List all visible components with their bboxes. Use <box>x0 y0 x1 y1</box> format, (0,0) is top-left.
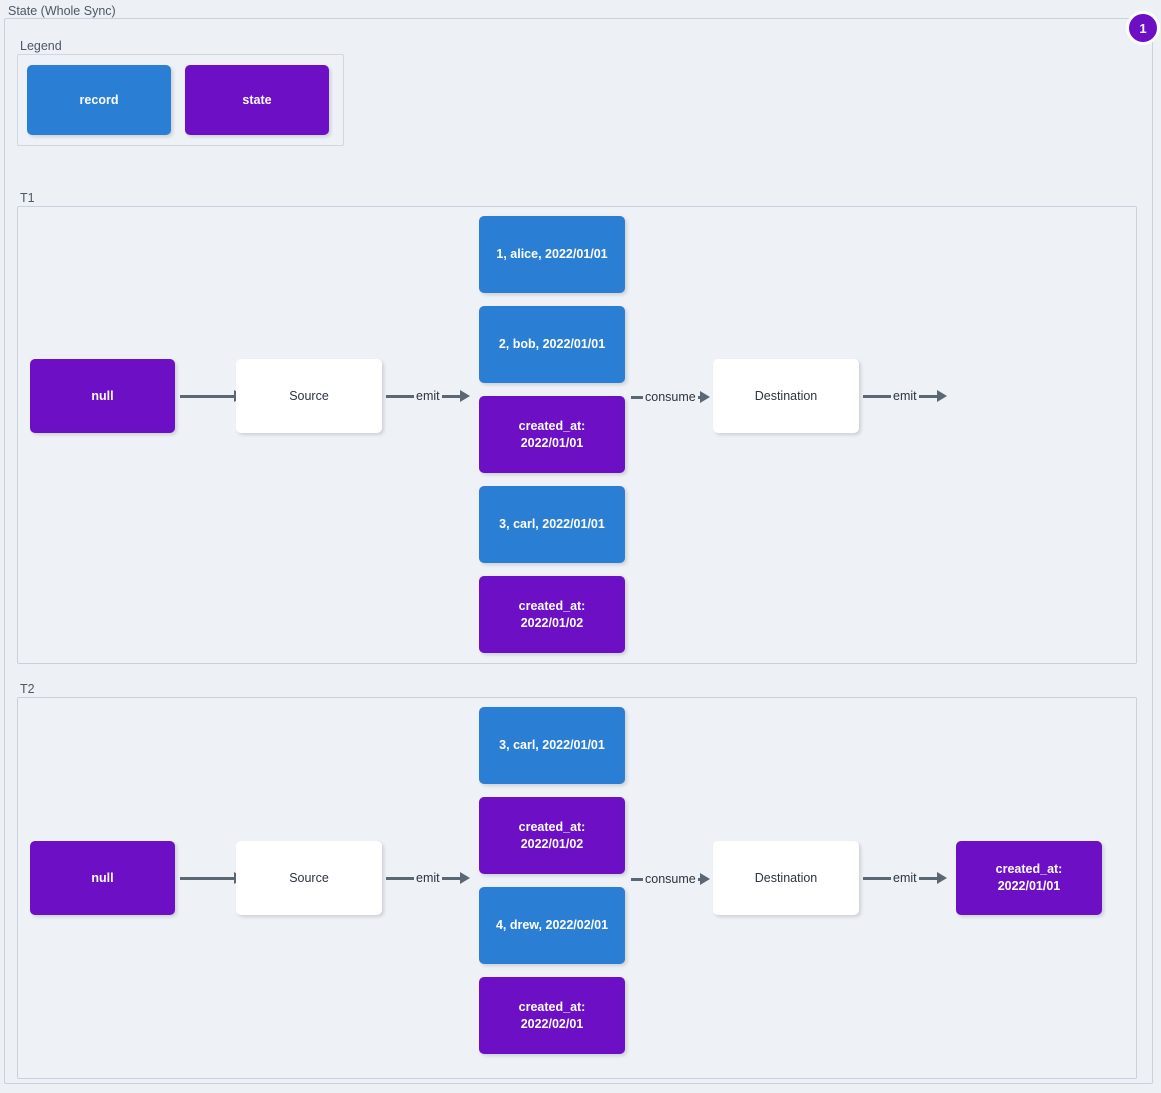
section-t1-label: T1 <box>20 191 35 205</box>
section-t2-label: T2 <box>20 682 35 696</box>
t2-output-state[interactable]: created_at: 2022/01/01 <box>956 841 1102 915</box>
t1-emit-label-2: emit <box>893 389 917 403</box>
t1-arrow-consume: consume <box>631 387 711 407</box>
status-badge[interactable]: 1 <box>1126 11 1160 45</box>
legend-title: Legend <box>20 39 62 53</box>
t1-consume-label: consume <box>645 390 696 404</box>
t1-arrow-state-to-source <box>180 386 244 406</box>
t1-arrow-emit-source: emit <box>386 386 478 406</box>
t2-arrow-emit-destination: emit <box>863 868 955 888</box>
t1-stream-item-1[interactable]: 2, bob, 2022/01/01 <box>479 306 625 383</box>
t1-emit-label-1: emit <box>416 389 440 403</box>
t1-initial-state[interactable]: null <box>30 359 175 433</box>
t2-arrow-state-to-source <box>180 868 244 888</box>
t2-emit-label-1: emit <box>416 871 440 885</box>
legend-box: record state <box>17 54 344 146</box>
frame-body: 1 Legend record state T1 null Source <box>4 11 1160 1084</box>
t1-stream-item-4[interactable]: created_at: 2022/01/02 <box>479 576 625 653</box>
section-t1-panel: null Source emit 1, alice, 2022/01/01 2,… <box>17 206 1137 664</box>
t2-initial-state[interactable]: null <box>30 841 175 915</box>
legend-chip-record[interactable]: record <box>27 65 171 135</box>
t1-stream-item-2[interactable]: created_at: 2022/01/01 <box>479 396 625 473</box>
legend: Legend record state <box>17 39 344 146</box>
t2-stream-item-0[interactable]: 3, carl, 2022/01/01 <box>479 707 625 784</box>
section-t1: T1 null Source emit 1, alice, 2022/01/01 <box>17 191 1137 664</box>
t2-stream-item-3[interactable]: created_at: 2022/02/01 <box>479 977 625 1054</box>
t2-emit-label-2: emit <box>893 871 917 885</box>
t2-stream-item-2[interactable]: 4, drew, 2022/02/01 <box>479 887 625 964</box>
t1-arrow-emit-destination: emit <box>863 386 955 406</box>
t2-consume-label: consume <box>645 872 696 886</box>
t1-source-node[interactable]: Source <box>236 359 382 433</box>
state-whole-sync-frame: State (Whole Sync) 1 Legend record state… <box>4 4 1160 1084</box>
t1-stream-item-3[interactable]: 3, carl, 2022/01/01 <box>479 486 625 563</box>
t2-stream-item-1[interactable]: created_at: 2022/01/02 <box>479 797 625 874</box>
section-t2-panel: null Source emit 3, carl, 2022/01/01 cre… <box>17 697 1137 1079</box>
t2-destination-node[interactable]: Destination <box>713 841 859 915</box>
t2-source-node[interactable]: Source <box>236 841 382 915</box>
page-title: State (Whole Sync) <box>8 4 116 18</box>
t1-destination-node[interactable]: Destination <box>713 359 859 433</box>
legend-chip-state[interactable]: state <box>185 65 329 135</box>
t1-stream-item-0[interactable]: 1, alice, 2022/01/01 <box>479 216 625 293</box>
t2-arrow-emit-source: emit <box>386 868 478 888</box>
section-t2: T2 null Source emit 3, carl, 2022/01/01 <box>17 682 1137 1079</box>
t2-arrow-consume: consume <box>631 869 711 889</box>
